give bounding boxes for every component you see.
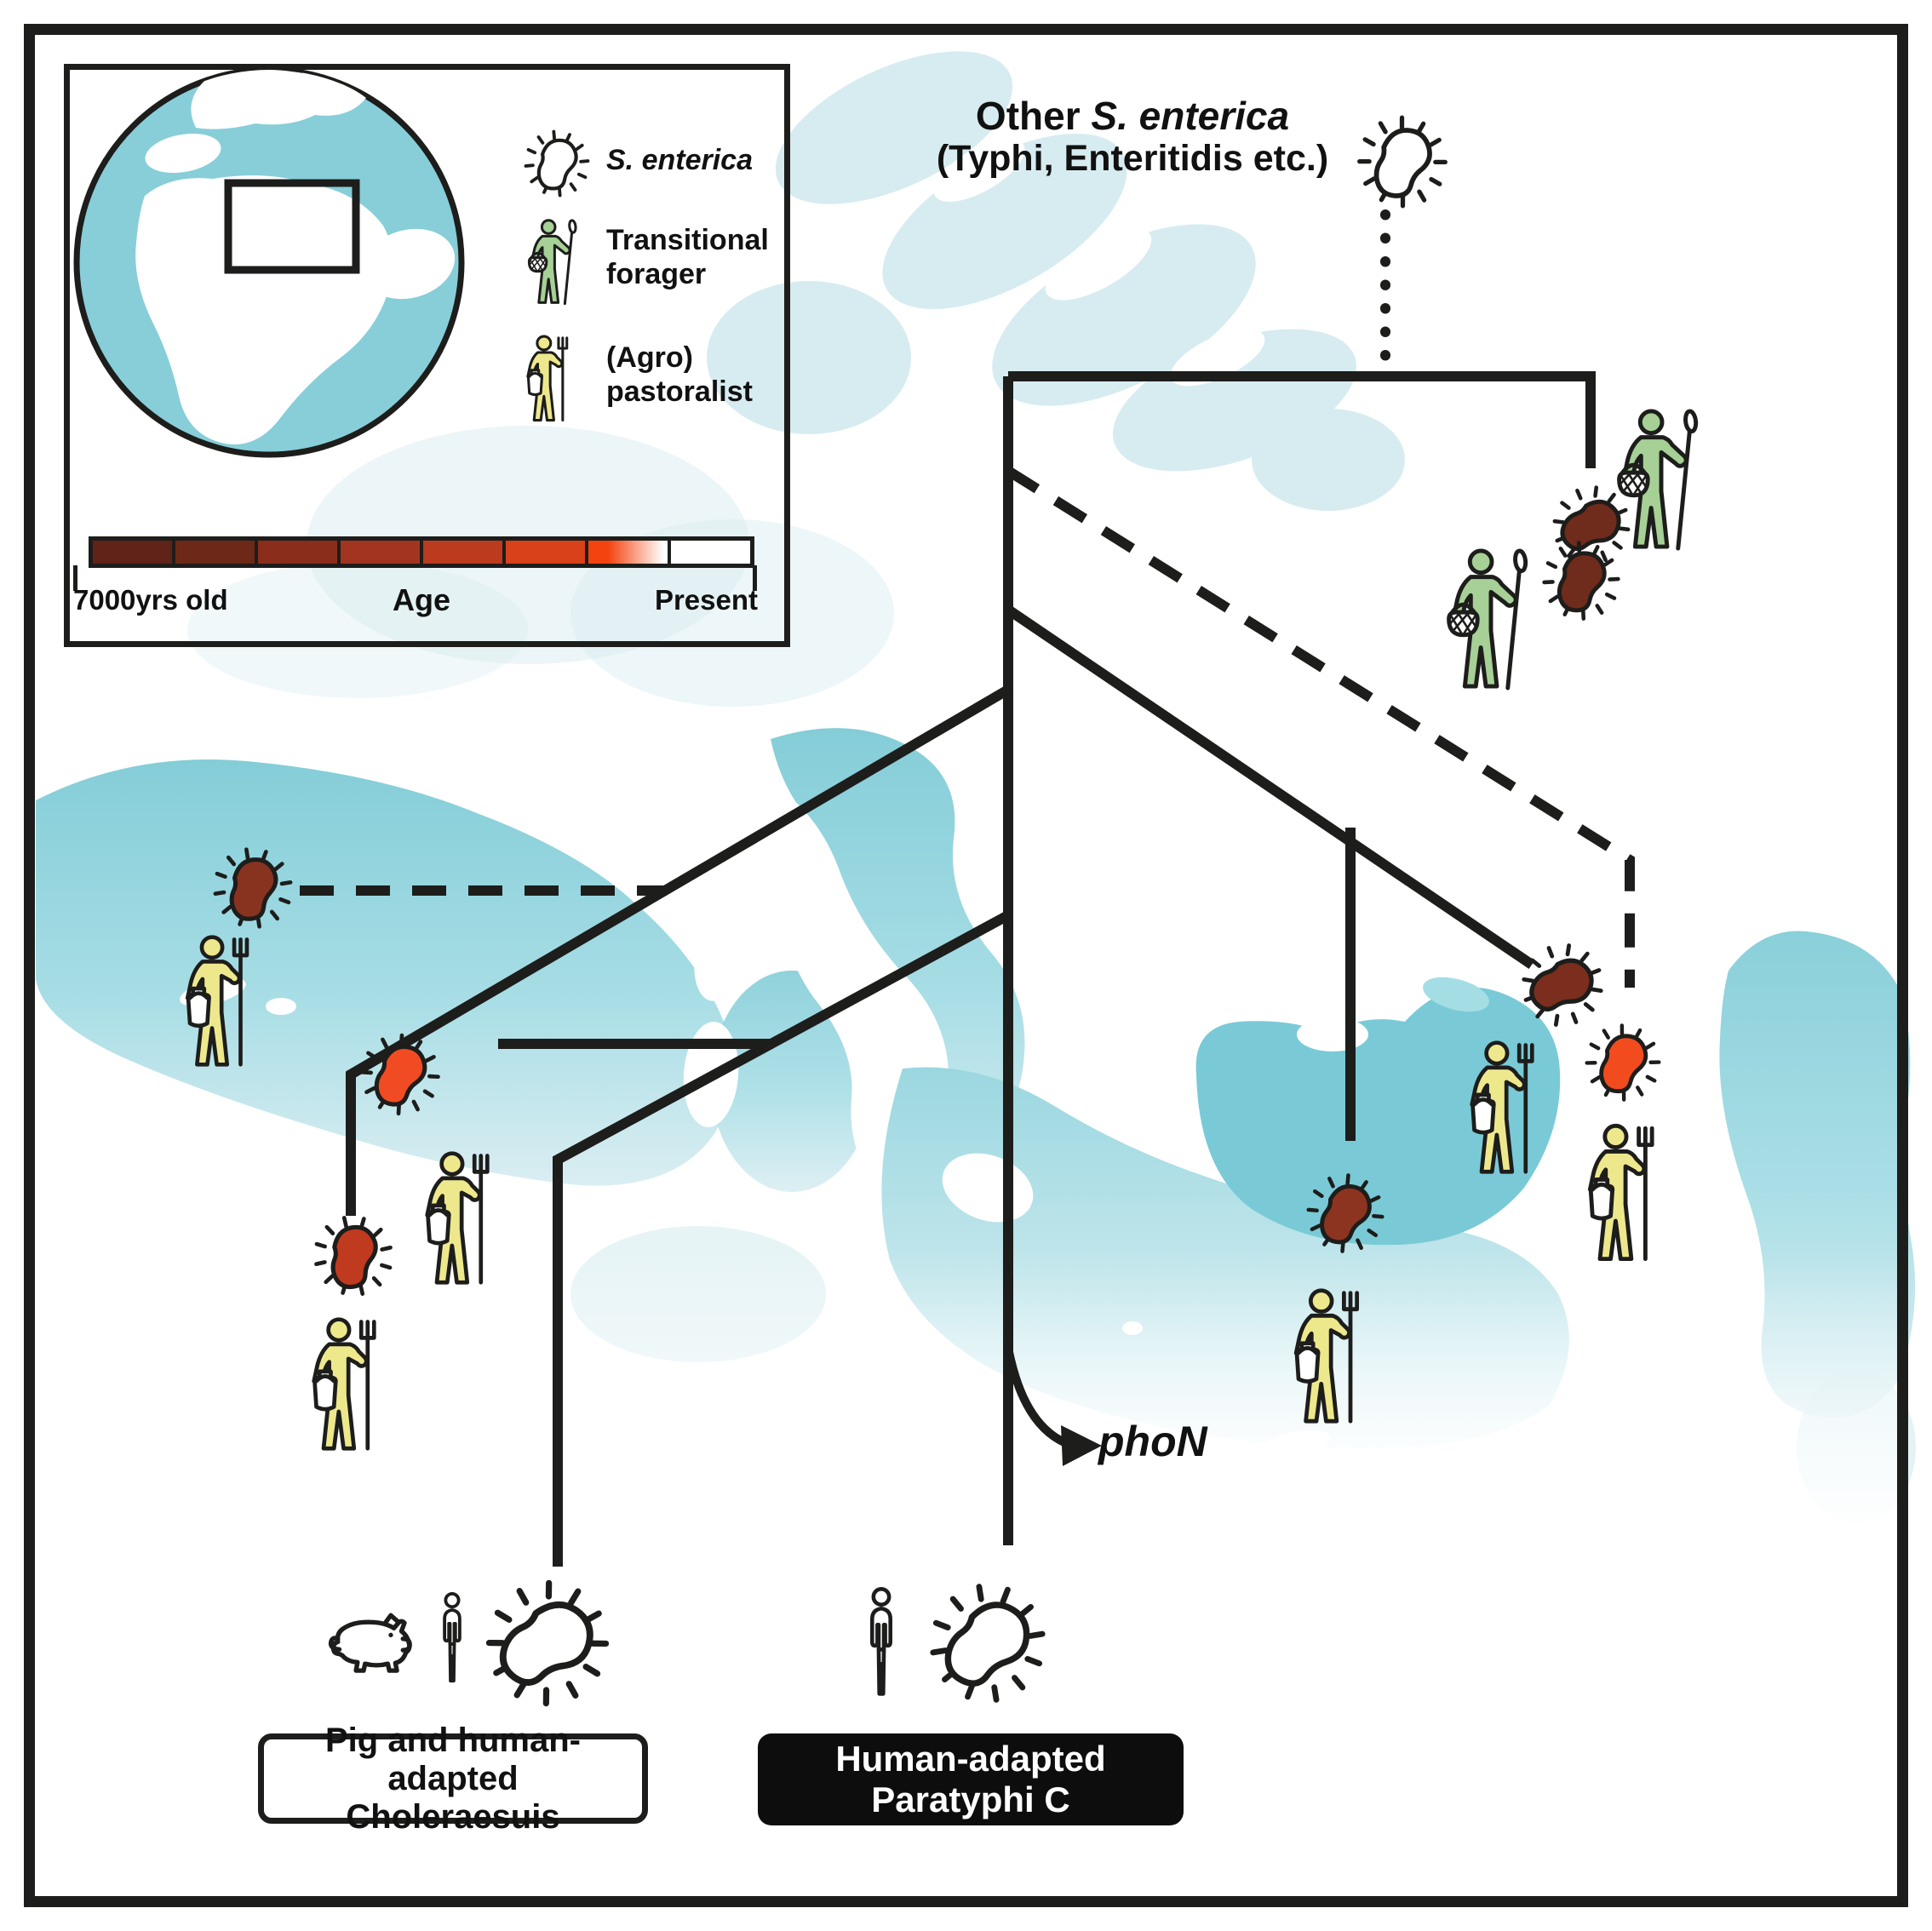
other-s-enterica-bacterium-icon: [1357, 115, 1448, 209]
tree-branch-outgroup: [1008, 371, 1596, 468]
globe-region-rect: [224, 179, 360, 274]
age-scale-tick-right: [753, 565, 757, 591]
east-young-bacterium-icon: [1585, 1023, 1661, 1102]
pastoralist-east-2-icon: [1590, 1126, 1652, 1258]
tree-branch-west: [346, 685, 1012, 1216]
legend-item-line: Transitional: [606, 224, 769, 256]
age-scale-segment-6: [506, 541, 585, 564]
tree-branch-choleraesuis: [553, 910, 1011, 1567]
age-scale-min-label: 7000yrs old: [73, 584, 228, 616]
outgroup-old-2-bacterium-icon: [1542, 541, 1620, 621]
legend-bacterium-icon: [524, 129, 590, 198]
paratyphi-label: Human-adapted Paratyphi C: [835, 1739, 1106, 1819]
other-lineage-line1: Other S. enterica: [894, 94, 1371, 138]
age-scale-segment-4: [341, 541, 420, 564]
outgroup-old-1-bacterium-icon: [1552, 485, 1631, 565]
other-lineage-line2: (Typhi, Enteritidis etc.): [936, 138, 1329, 179]
west-mid-bacterium-icon: [314, 1216, 393, 1296]
globe-locator: [73, 66, 465, 458]
phon-gene-label: phoN: [1098, 1418, 1207, 1465]
tree-branch-east: [1005, 605, 1535, 969]
legend-item-line: pastoralist: [606, 375, 753, 408]
east-mid-bacterium-icon: [1306, 1173, 1385, 1253]
legend-item-agropastoralist: (Agro) pastoralist: [606, 341, 753, 409]
legend-item-line: forager: [606, 258, 707, 290]
other-lineage-species: S. enterica: [1091, 94, 1290, 138]
choleraesuis-label-line: Pig and human-adapted: [325, 1721, 581, 1797]
east-old-bacterium-icon: [1522, 943, 1603, 1027]
choleraesuis-label-box: Pig and human-adapted Choleraesuis: [258, 1722, 648, 1836]
choleraesuis-bacterium-icon: [485, 1579, 610, 1707]
age-scale-max-label: Present: [654, 584, 758, 616]
age-scale-segment-3: [258, 541, 337, 564]
legend-item-s-enterica: S. enterica: [606, 144, 753, 176]
west-young-bacterium-icon: [360, 1033, 440, 1116]
forager-east-1-icon: [1620, 410, 1697, 548]
age-scale-tick-left: [73, 565, 77, 591]
paratyphi-c-bacterium-icon: [930, 1584, 1046, 1703]
other-lineage-heading: Other S. enterica (Typhi, Enteritidis et…: [894, 94, 1371, 179]
phon-arrow: [1005, 1350, 1102, 1466]
other-lineage-prefix: Other: [975, 94, 1092, 138]
age-scale-title: Age: [392, 582, 450, 617]
choleraesuis-label-line: Choleraesuis: [346, 1797, 560, 1836]
legend-item-transitional-forager: Transitional forager: [606, 223, 769, 291]
age-scale-segment-8: [671, 541, 750, 564]
forager-east-2-icon: [1449, 550, 1527, 688]
age-scale-segment-2: [175, 541, 255, 564]
legend-box: [64, 64, 790, 647]
age-scale-segment-5: [423, 541, 502, 564]
west-old-bacterium-icon: [213, 847, 293, 929]
age-scale-segment-1: [93, 541, 172, 564]
age-scale-segment-7: [588, 541, 668, 564]
age-color-scale: [89, 536, 754, 568]
paratyphi-label-box: Human-adapted Paratyphi C: [758, 1733, 1184, 1825]
legend-item-line: (Agro): [606, 341, 693, 374]
tree-branch-dashed-east: [1005, 466, 1635, 988]
